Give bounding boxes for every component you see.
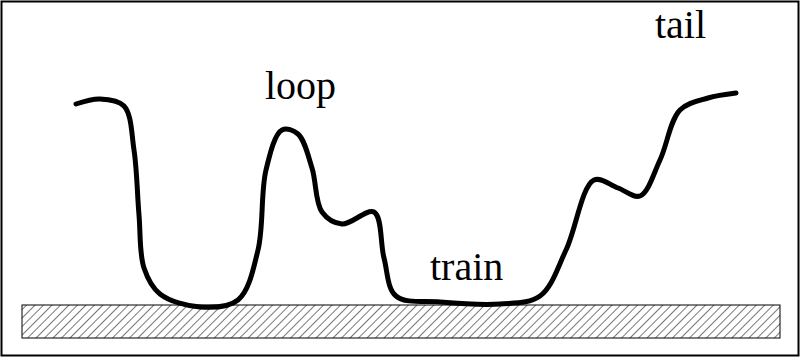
part-label: loop bbox=[265, 66, 336, 106]
part-label: train bbox=[430, 247, 503, 287]
polymer-chain bbox=[76, 93, 736, 307]
surface bbox=[22, 305, 780, 338]
part-label: tail bbox=[655, 5, 706, 45]
